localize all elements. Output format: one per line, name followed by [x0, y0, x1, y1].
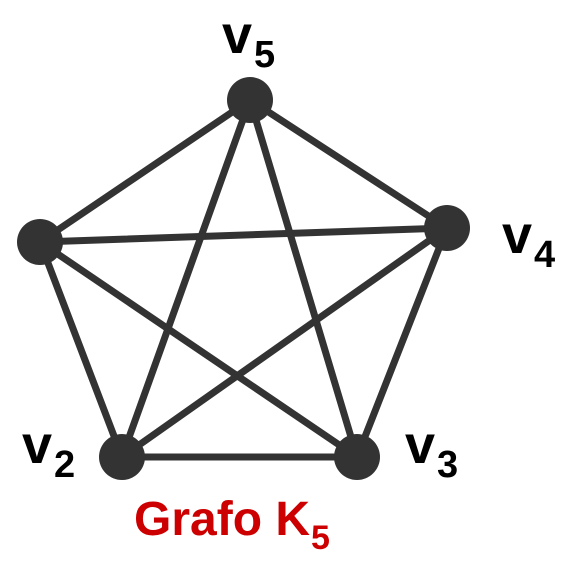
vertex-letter: v — [222, 5, 253, 65]
vertex-subscript: 3 — [437, 444, 459, 486]
vertex-letter: v — [502, 205, 533, 265]
caption-text: Grafo K — [134, 493, 311, 546]
edge-v3-v5 — [246, 96, 361, 461]
edge-v1-v5 — [36, 96, 254, 246]
vertex-letter: v — [405, 415, 436, 475]
edges-layer — [36, 96, 451, 461]
graph-caption: Grafo K5 — [134, 493, 330, 556]
vertex-label-v4: v4 — [502, 205, 555, 274]
edge-v1-v2 — [36, 238, 126, 461]
caption-subscript: 5 — [311, 519, 330, 557]
vertex-v1 — [17, 219, 63, 265]
vertex-letter: v — [22, 415, 53, 475]
vertex-label-v2: v2 — [22, 415, 75, 484]
vertex-v5 — [227, 77, 273, 123]
vertex-subscript: 4 — [534, 234, 556, 276]
vertex-label-v3: v3 — [405, 415, 458, 484]
vertex-label-v5: v5 — [222, 5, 275, 74]
edge-v4-v5 — [246, 96, 451, 232]
edge-v1-v4 — [36, 224, 451, 246]
vertex-subscript: 2 — [54, 444, 76, 486]
edge-v2-v4 — [118, 224, 451, 461]
vertex-v3 — [334, 434, 380, 480]
edge-v3-v4 — [353, 224, 451, 461]
nodes-layer — [17, 77, 470, 480]
vertex-v4 — [424, 205, 470, 251]
vertex-subscript: 5 — [254, 34, 276, 76]
edge-v2-v5 — [118, 96, 254, 461]
edge-v1-v3 — [36, 238, 361, 461]
vertex-v2 — [99, 434, 145, 480]
